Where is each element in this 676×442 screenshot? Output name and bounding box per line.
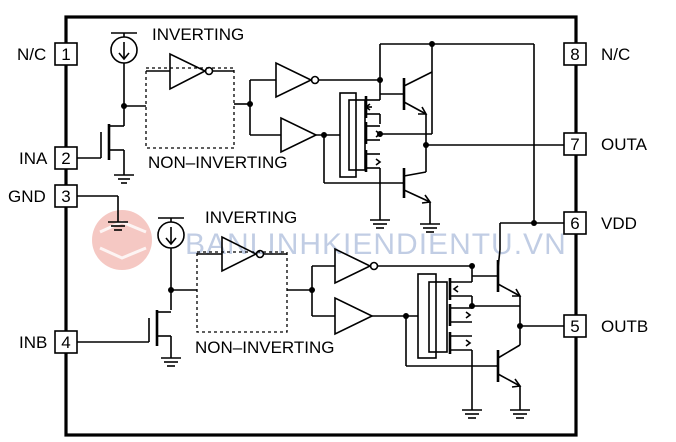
- inverter-a-icon: [169, 52, 207, 91]
- driver-inverter-a-icon: [275, 61, 313, 99]
- pin-4: 4 INB: [19, 330, 78, 354]
- pin-5-label: OUTB: [601, 317, 648, 336]
- svg-text:5: 5: [570, 317, 579, 336]
- watermark-text: BANLINHKIENDIENTU.VN: [185, 228, 567, 261]
- inverting-label-b: INVERTING: [205, 208, 297, 227]
- watermark: BANLINHKIENDIENTU.VN: [92, 210, 567, 270]
- pin-8-label: N/C: [601, 45, 630, 64]
- pin-7-label: OUTA: [601, 135, 648, 154]
- dashed-option-block-a: [145, 67, 235, 149]
- svg-text:2: 2: [61, 149, 70, 168]
- pin-2-label: INA: [19, 149, 48, 168]
- driver-buffer-b-icon: [334, 296, 374, 336]
- pin-6: 6 VDD: [563, 211, 637, 235]
- pin-8: 8 N/C: [563, 42, 630, 66]
- svg-text:1: 1: [61, 45, 70, 64]
- driver-buffer-a-icon: [280, 116, 318, 154]
- dashed-option-block-b: [196, 251, 288, 333]
- pin-5: 5 OUTB: [563, 314, 648, 338]
- watermark-logo-icon: [92, 210, 152, 270]
- pin-3: 3 GND: [8, 184, 78, 208]
- pin-6-label: VDD: [601, 214, 637, 233]
- pin-2: 2 INA: [19, 146, 78, 170]
- inverting-label-a: INVERTING: [152, 25, 244, 44]
- svg-text:7: 7: [570, 135, 579, 154]
- non-inverting-label-a: NON–INVERTING: [148, 153, 288, 172]
- pin-3-label: GND: [8, 187, 46, 206]
- pin-1: 1 N/C: [17, 42, 78, 66]
- svg-text:4: 4: [61, 333, 70, 352]
- pin-1-label: N/C: [17, 45, 46, 64]
- svg-text:3: 3: [61, 187, 70, 206]
- driver-inverter-b-icon: [334, 247, 372, 285]
- channel-a: INVERTING NON–INVERTING: [77, 25, 564, 233]
- pin-4-label: INB: [19, 333, 47, 352]
- svg-text:8: 8: [570, 45, 579, 64]
- pin-7: 7 OUTA: [563, 132, 648, 156]
- svg-text:6: 6: [570, 214, 579, 233]
- channel-b: INVERTING NON–INVERTING: [77, 208, 564, 419]
- non-inverting-label-b: NON–INVERTING: [195, 338, 335, 357]
